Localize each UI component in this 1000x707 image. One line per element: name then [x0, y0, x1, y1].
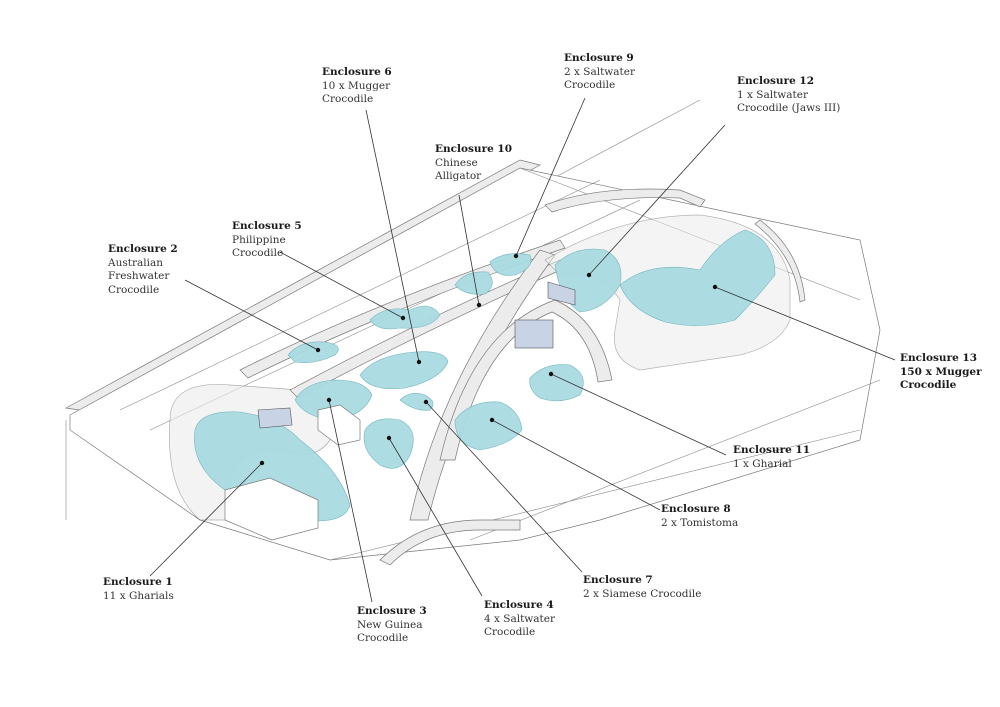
- label-line: Crocodile: [232, 247, 284, 259]
- label-line: 10 x Mugger: [322, 79, 391, 92]
- label-title: Enclosure 4: [484, 599, 554, 611]
- walkway-lower-curve: [379, 519, 521, 566]
- leader-line-enclosure-3: [328, 399, 373, 603]
- label-title: Enclosure 2: [108, 243, 178, 255]
- leader-line-enclosure-5: [279, 251, 404, 319]
- label-enclosure-11: Enclosure 11 1 x Gharial: [733, 444, 810, 471]
- leader-dot-enclosure-6: [416, 359, 422, 365]
- pool-enclosure-2: [287, 341, 339, 363]
- structures: [224, 281, 576, 541]
- leader-dot-enclosure-13: [712, 284, 718, 290]
- leader-line-enclosure-12: [588, 124, 726, 276]
- label-title: Enclosure 10: [435, 143, 513, 155]
- label-line: Crocodile: [357, 632, 409, 644]
- leader-lines: [149, 97, 896, 603]
- label-enclosure-7: Enclosure 7 2 x Siamese Crocodile: [583, 574, 701, 601]
- walkway-inner-arch: [439, 299, 613, 461]
- label-line: Chinese: [435, 156, 478, 169]
- leader-dot-enclosure-1: [259, 460, 265, 466]
- leader-dot-enclosure-7: [423, 399, 429, 405]
- label-line: New Guinea: [357, 618, 423, 631]
- label-line: 150 x Mugger: [900, 365, 982, 378]
- label-line: Crocodile: [322, 93, 374, 105]
- pool-enclosure-11: [529, 364, 584, 402]
- label-line: 2 x Tomistoma: [661, 516, 739, 529]
- label-title: Enclosure 3: [357, 605, 427, 617]
- label-enclosure-5: Enclosure 5 Philippine Crocodile: [232, 220, 302, 261]
- walkway-top-loop: [544, 188, 706, 213]
- pools: [194, 229, 776, 522]
- pool-enclosure-10: [454, 271, 493, 295]
- label-line: 1 x Gharial: [733, 457, 792, 470]
- label-title: Enclosure 9: [564, 52, 634, 64]
- label-title: Enclosure 5: [232, 220, 302, 232]
- leader-line-enclosure-7: [425, 401, 583, 573]
- label-line: 11 x Gharials: [103, 589, 174, 602]
- leader-line-enclosure-13: [714, 286, 896, 361]
- label-line: Australian: [108, 256, 163, 269]
- label-enclosure-13: Enclosure 13 150 x Mugger Crocodile: [900, 352, 982, 393]
- leader-line-enclosure-9: [515, 97, 586, 257]
- pool-enclosure-8: [454, 401, 523, 451]
- pool-enclosure-9: [489, 253, 532, 276]
- label-line: Freshwater: [108, 270, 170, 282]
- leader-line-enclosure-2: [184, 279, 319, 351]
- leader-line-enclosure-8: [491, 419, 661, 511]
- leader-dot-enclosure-12: [586, 272, 592, 278]
- leader-line-enclosure-11: [550, 373, 727, 456]
- pool-enclosure-6: [359, 351, 449, 389]
- label-line: Crocodile: [900, 379, 957, 391]
- label-line: Crocodile: [564, 79, 616, 91]
- label-line: 2 x Siamese Crocodile: [583, 587, 702, 600]
- label-title: Enclosure 1: [103, 576, 173, 588]
- viewing-window-center: [514, 319, 554, 349]
- right-curved-wall: [754, 219, 806, 303]
- leader-dot-enclosure-9: [513, 253, 519, 259]
- label-line: 2 x Saltwater: [564, 65, 636, 78]
- leader-line-enclosure-10: [458, 194, 480, 306]
- label-enclosure-1: Enclosure 1 11 x Gharials: [103, 576, 174, 603]
- label-enclosure-6: Enclosure 6 10 x Mugger Crocodile: [322, 66, 392, 107]
- leader-line-enclosure-6: [365, 109, 420, 363]
- label-enclosure-12: Enclosure 12 1 x Saltwater Crocodile (Ja…: [737, 75, 840, 116]
- leader-line-enclosure-4: [388, 437, 483, 597]
- leader-dot-enclosure-8: [489, 417, 495, 423]
- pool-enclosure-7: [399, 393, 434, 411]
- label-enclosure-4: Enclosure 4 4 x Saltwater Crocodile: [484, 599, 555, 640]
- leader-dot-enclosure-4: [386, 435, 392, 441]
- leader-dot-enclosure-5: [400, 315, 406, 321]
- building-enclosure-3: [317, 404, 361, 446]
- label-line: Crocodile (Jaws III): [737, 102, 841, 114]
- label-enclosure-8: Enclosure 8 2 x Tomistoma: [661, 503, 738, 530]
- label-line: Crocodile: [108, 283, 160, 296]
- viewing-window-left: [257, 407, 293, 429]
- label-enclosure-3: Enclosure 3 New Guinea Crocodile: [357, 605, 427, 646]
- label-title: Enclosure 8: [661, 503, 731, 515]
- label-line: Crocodile: [484, 626, 536, 638]
- label-line: Alligator: [435, 170, 482, 182]
- label-title: Enclosure 13: [900, 352, 978, 364]
- label-enclosure-2: Enclosure 2 Australian Freshwater Crocod…: [108, 243, 178, 297]
- leader-line-enclosure-1: [149, 462, 263, 577]
- label-line: 4 x Saltwater: [484, 612, 556, 625]
- label-title: Enclosure 6: [322, 66, 392, 78]
- leader-dot-enclosure-10: [476, 302, 482, 308]
- label-enclosure-10: Enclosure 10 Chinese Alligator: [435, 143, 512, 184]
- label-title: Enclosure 11: [733, 444, 811, 456]
- building-enclosure-1: [224, 477, 319, 541]
- label-line: Philippine: [232, 233, 286, 246]
- viewing-window-right: [547, 281, 576, 306]
- label-title: Enclosure 7: [583, 574, 653, 586]
- pool-enclosure-4: [363, 418, 414, 469]
- leader-dot-enclosure-11: [548, 371, 554, 377]
- label-enclosure-9: Enclosure 9 2 x Saltwater Crocodile: [564, 52, 635, 93]
- leader-dot-enclosure-2: [315, 347, 321, 353]
- label-title: Enclosure 12: [737, 75, 815, 87]
- leader-dot-enclosure-3: [326, 397, 332, 403]
- pool-enclosure-13: [619, 229, 776, 326]
- label-line: 1 x Saltwater: [737, 88, 809, 101]
